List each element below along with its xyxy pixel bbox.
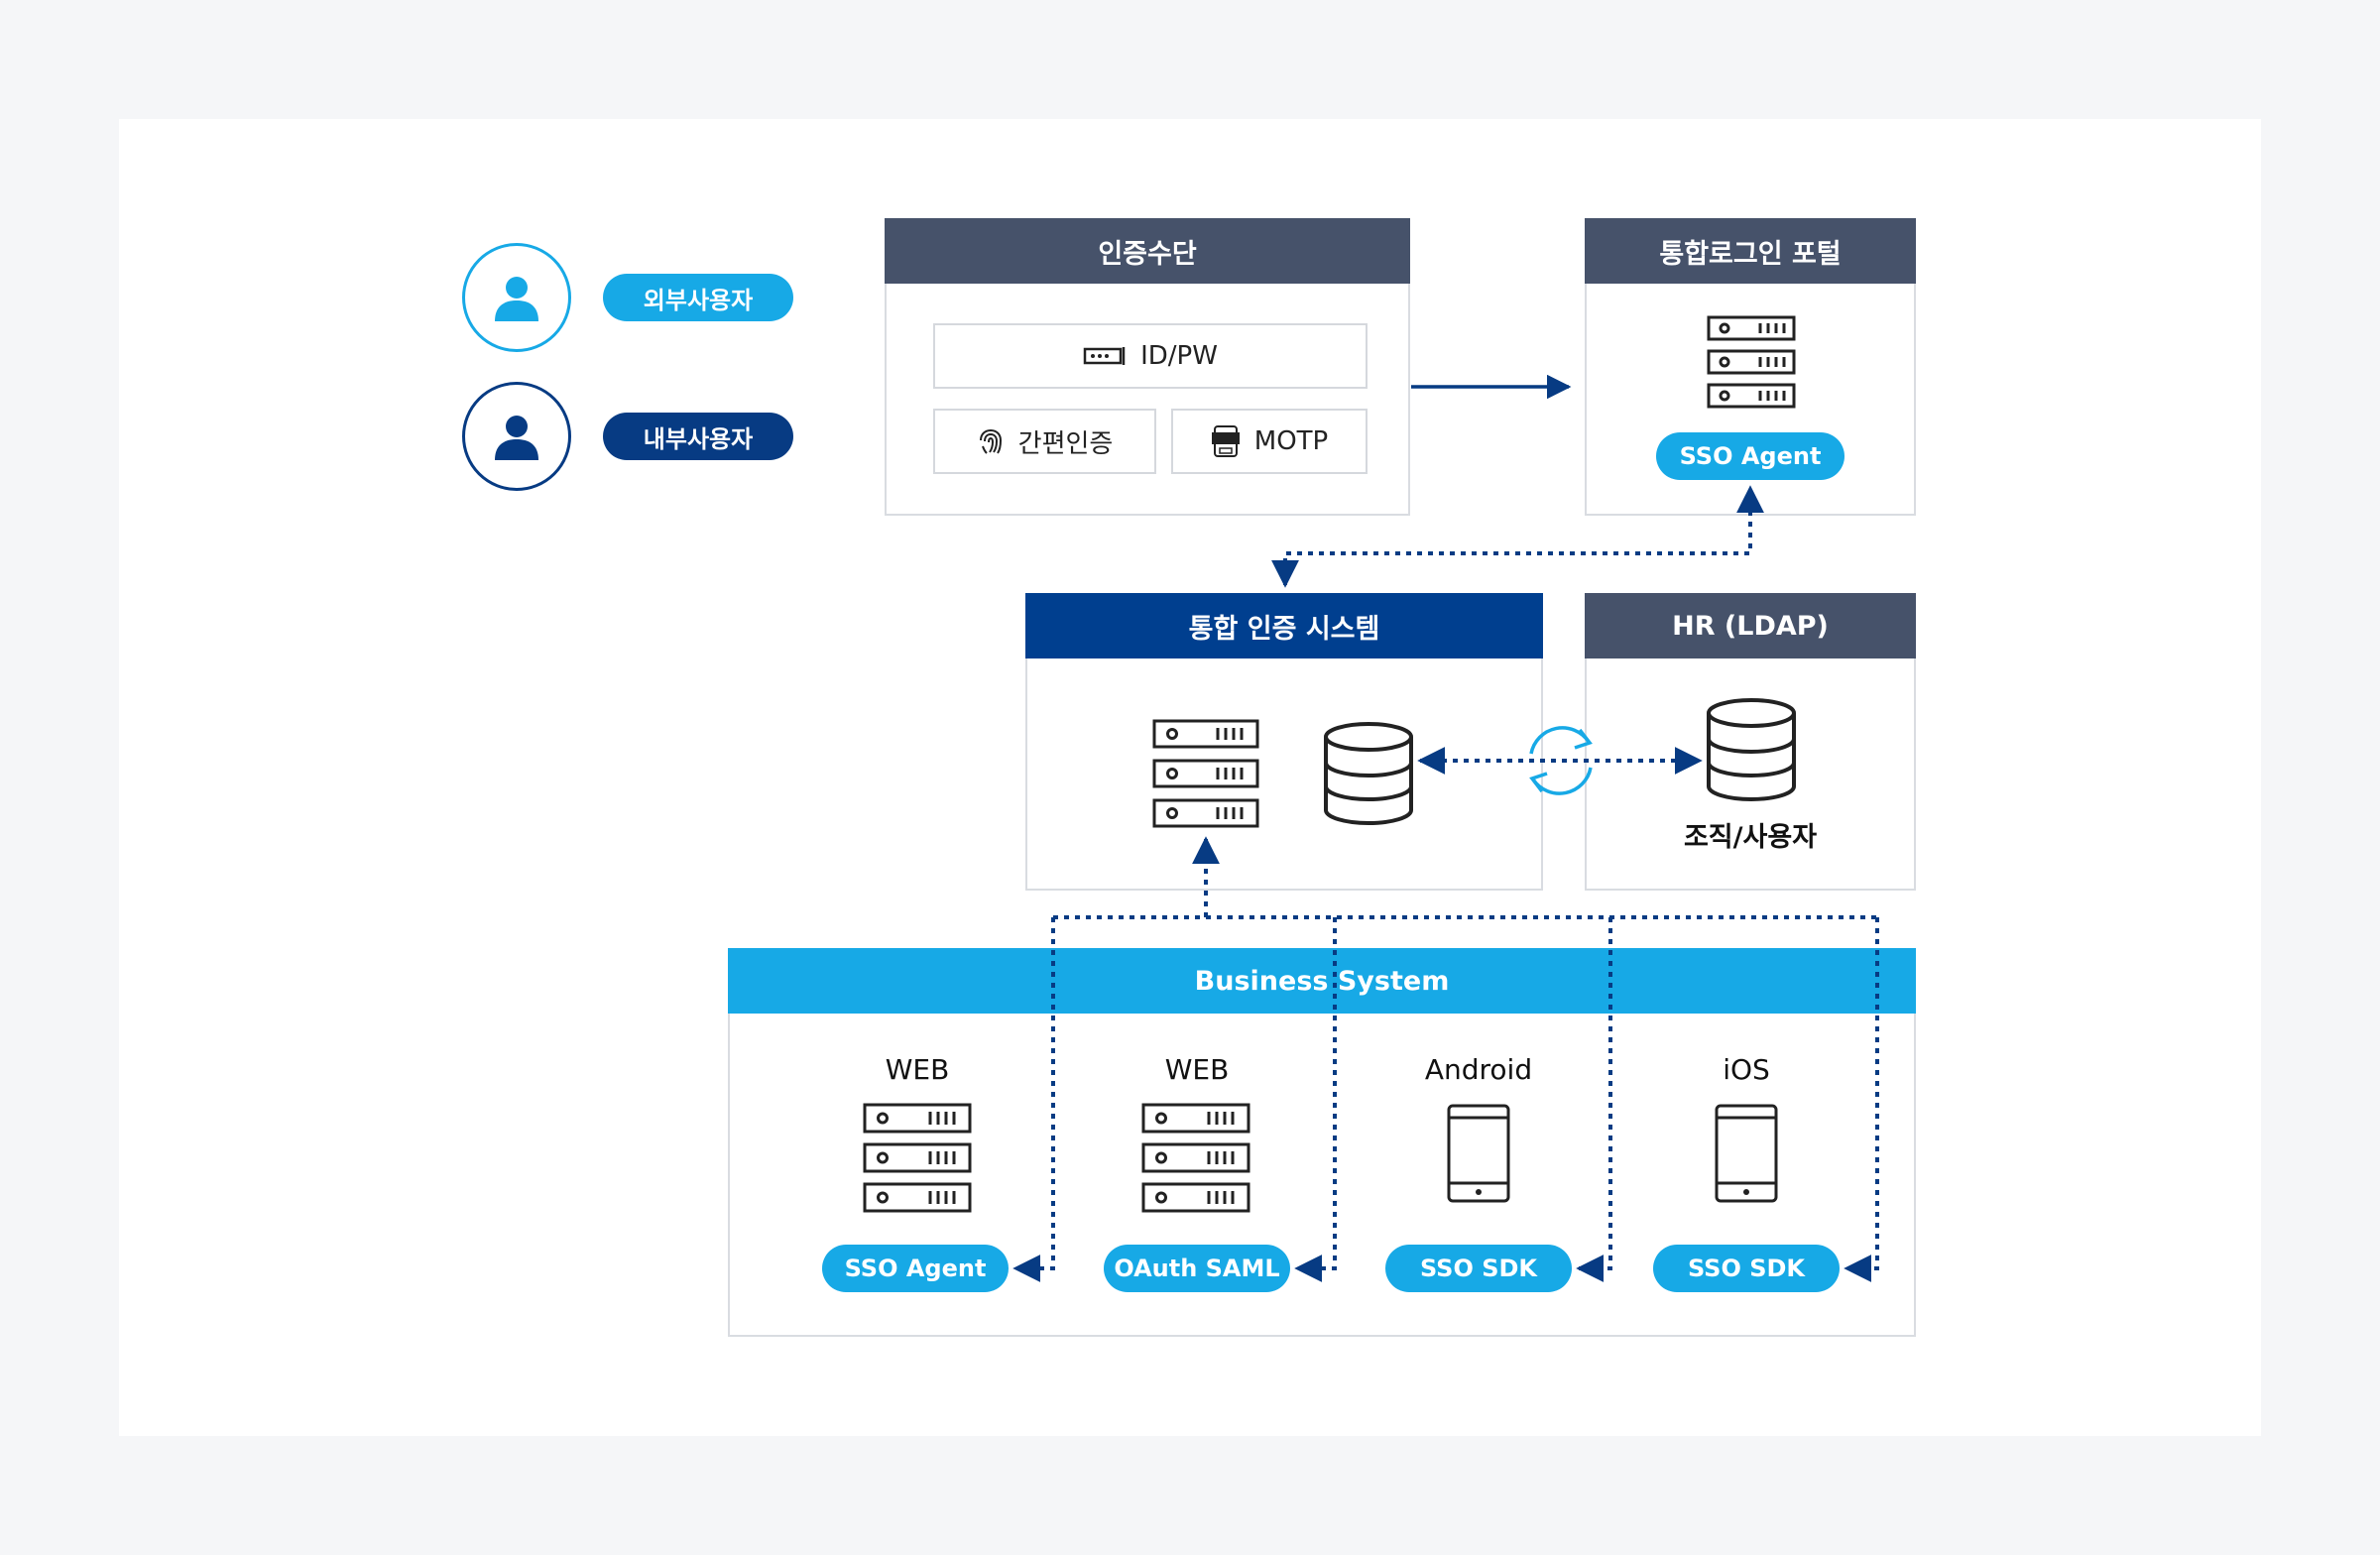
system-badge: SSO SDK <box>1385 1245 1572 1292</box>
phone-icon <box>1715 1104 1778 1203</box>
portal-header: 통합로그인 포털 <box>1585 218 1916 284</box>
system-badge: SSO SDK <box>1653 1245 1840 1292</box>
hr-ldap-header: HR (LDAP) <box>1585 593 1916 658</box>
motp-box: MOTP <box>1171 409 1368 474</box>
server-icon <box>863 1103 972 1213</box>
link-system-4 <box>1844 917 1879 1282</box>
user-icon <box>495 277 538 321</box>
internal-user-badge: 내부사용자 <box>603 413 793 460</box>
link-system-3 <box>1576 917 1612 1282</box>
system-name: iOS <box>1723 1053 1770 1086</box>
link-system-2 <box>1294 917 1337 1282</box>
password-field-icon <box>1083 347 1126 365</box>
fingerprint-icon <box>979 428 1002 454</box>
external-user-avatar <box>462 243 571 352</box>
portal-sso-agent-badge: SSO Agent <box>1656 432 1844 480</box>
idpw-box: ID/PW <box>933 323 1368 389</box>
link-system-1 <box>1012 917 1055 1282</box>
database-icon <box>1324 722 1413 826</box>
phone-icon <box>1447 1104 1510 1203</box>
system-name: Android <box>1424 1053 1533 1086</box>
server-icon <box>1707 315 1796 409</box>
auth-means-header: 인증수단 <box>885 218 1410 284</box>
idpw-label: ID/PW <box>1140 341 1218 371</box>
hr-caption: 조직/사용자 <box>1683 822 1818 853</box>
otp-token-icon <box>1211 425 1240 457</box>
sync-icon <box>1529 726 1593 795</box>
external-user-badge: 외부사용자 <box>603 274 793 321</box>
simple-auth-box: 간편인증 <box>933 409 1156 474</box>
motp-label: MOTP <box>1253 426 1329 456</box>
business-system-header: Business System <box>728 948 1916 1014</box>
user-icon <box>495 416 538 460</box>
system-name: WEB <box>885 1053 950 1086</box>
system-badge: OAuth SAML <box>1104 1245 1290 1292</box>
server-icon <box>1152 719 1259 828</box>
internal-user-avatar <box>462 382 571 491</box>
portal-auth-link <box>1271 485 1764 588</box>
simple-auth-label: 간편인증 <box>1017 428 1114 459</box>
system-name: WEB <box>1164 1053 1230 1086</box>
server-icon <box>1141 1103 1250 1213</box>
integrated-auth-header: 통합 인증 시스템 <box>1025 593 1543 658</box>
system-badge: SSO Agent <box>822 1245 1009 1292</box>
database-icon <box>1707 698 1796 802</box>
